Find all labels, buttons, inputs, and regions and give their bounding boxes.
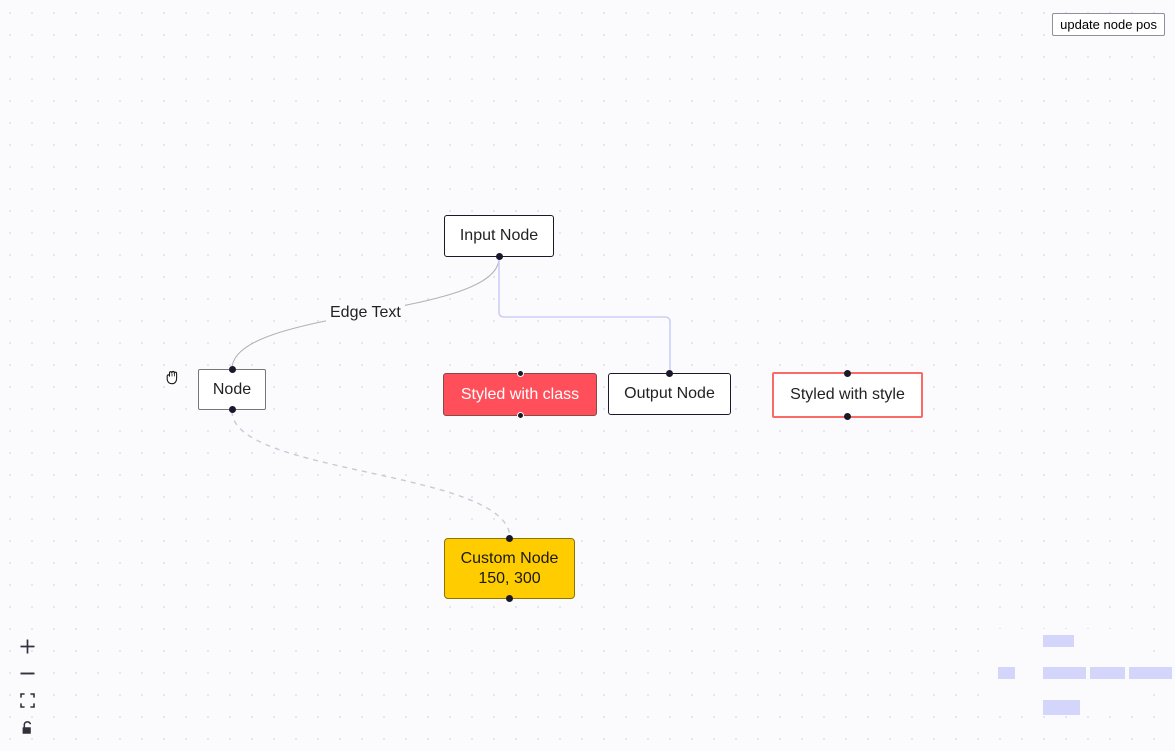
- minimap-node: [1129, 667, 1172, 679]
- node-custom-node[interactable]: Custom Node 150, 300: [444, 535, 575, 602]
- handle-target-top[interactable]: [506, 535, 513, 542]
- minimap-node: [1043, 667, 1086, 679]
- node-node[interactable]: Node: [198, 366, 266, 413]
- toggle-interactivity-button[interactable]: [14, 714, 40, 741]
- node-custom-node-label: Custom Node: [460, 549, 559, 567]
- handle-source-bottom[interactable]: [844, 413, 851, 420]
- minimap-node: [1043, 635, 1074, 647]
- handle-source-bottom[interactable]: [495, 253, 503, 260]
- edge-input-to-output: [498, 258, 671, 373]
- zoom-out-button[interactable]: [14, 660, 40, 687]
- node-styled-with-class-label: Styled with class: [460, 385, 580, 403]
- minimap-node: [998, 667, 1015, 679]
- handle-source-bottom[interactable]: [228, 406, 236, 413]
- update-node-pos-button[interactable]: update node pos: [1052, 13, 1165, 36]
- plus-icon: [19, 638, 36, 655]
- node-styled-with-class[interactable]: Styled with class: [443, 370, 597, 419]
- handle-source-bottom[interactable]: [506, 595, 513, 602]
- node-styled-with-style-label: Styled with style: [790, 386, 905, 403]
- node-input-node[interactable]: Input Node: [444, 215, 554, 260]
- edge-node-to-custom: [231, 410, 511, 539]
- minimap-node: [1043, 700, 1080, 715]
- handle-target-top[interactable]: [844, 370, 851, 377]
- controls-panel: [14, 633, 40, 741]
- handle-target-top[interactable]: [228, 366, 236, 373]
- zoom-in-button[interactable]: [14, 633, 40, 660]
- fit-view-button[interactable]: [14, 687, 40, 714]
- grabbing-hand-cursor: [165, 368, 182, 391]
- lock-icon: [20, 720, 35, 736]
- minimap[interactable]: [998, 629, 1172, 715]
- node-output-node[interactable]: Output Node: [608, 370, 731, 415]
- node-input-node-label: Input Node: [459, 227, 539, 244]
- panel-top-right: update node pos: [1052, 13, 1165, 36]
- minus-icon: [19, 665, 36, 682]
- node-output-node-label: Output Node: [624, 385, 715, 402]
- minimap-node: [1090, 667, 1125, 679]
- node-styled-with-style[interactable]: Styled with style: [772, 370, 923, 420]
- handle-target-top[interactable]: [666, 370, 673, 377]
- node-custom-node-position: 150, 300: [478, 569, 541, 587]
- handle-source-bottom[interactable]: [516, 412, 524, 419]
- fit-view-icon: [19, 693, 35, 708]
- handle-target-top[interactable]: [516, 370, 524, 377]
- edge-label-edge-text[interactable]: Edge Text: [326, 303, 405, 323]
- node-node-label: Node: [212, 380, 252, 398]
